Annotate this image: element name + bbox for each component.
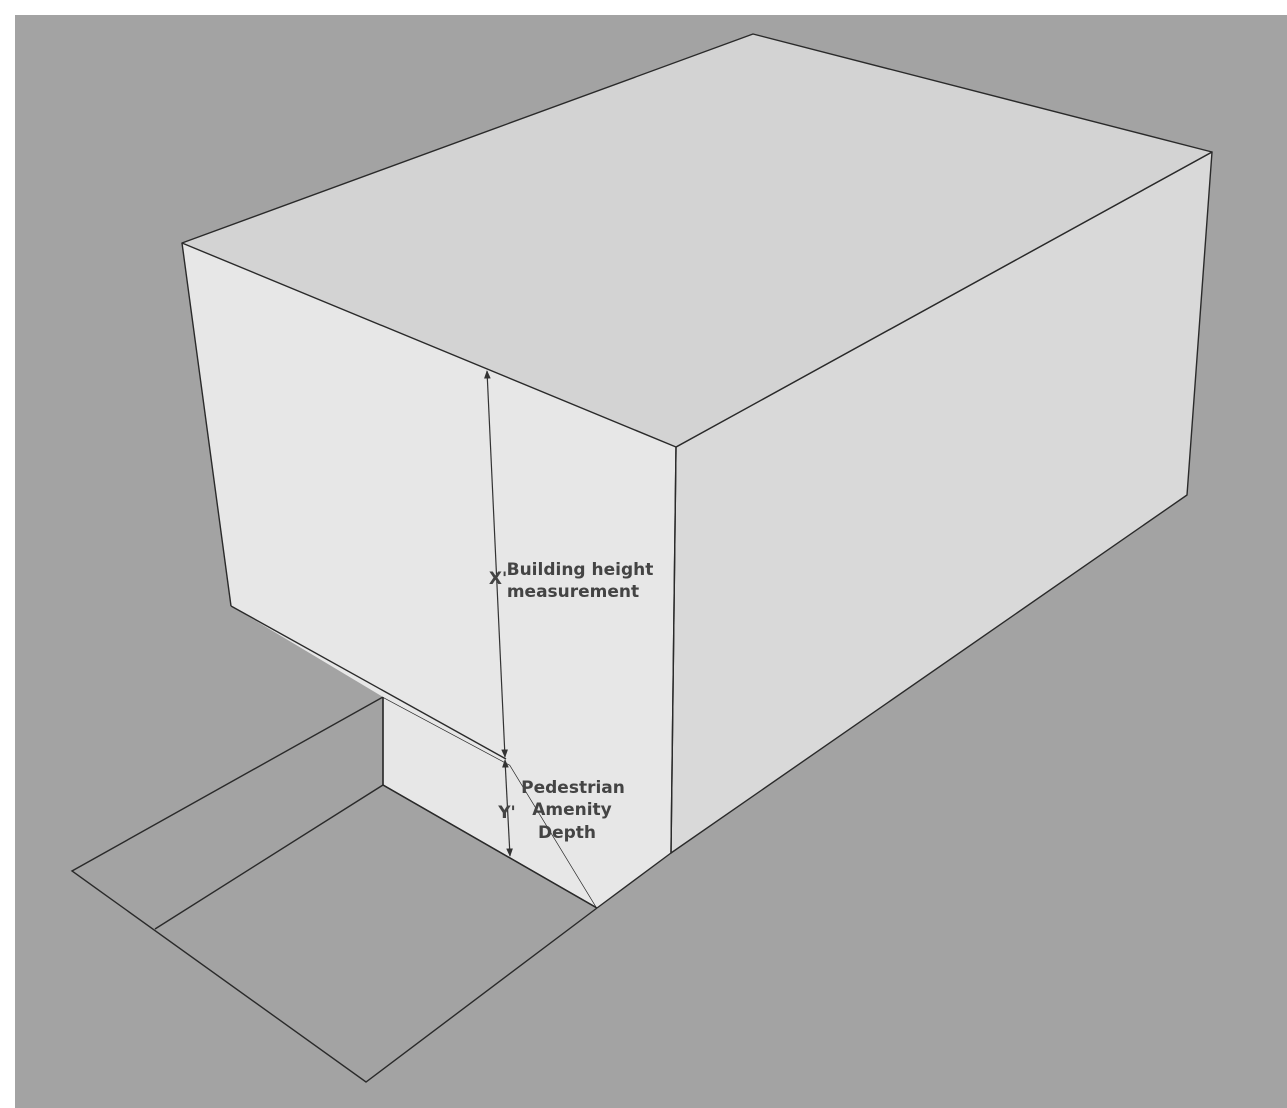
x-prime-marker: X'	[489, 569, 507, 589]
pedestrian-amenity-label-line1: Pedestrian	[521, 778, 625, 798]
building-front-face	[182, 243, 676, 908]
pedestrian-amenity-label-line3: Depth	[538, 823, 596, 843]
building-height-dimension-line	[483, 370, 509, 758]
sidewalk-outline	[70, 696, 598, 1083]
building-height-label-line2: measurement	[507, 582, 639, 602]
amenity-depth-dimension-line	[502, 759, 513, 857]
building-height-label-line1: Building height	[507, 560, 654, 580]
y-prime-marker: Y'	[497, 803, 516, 823]
pedestrian-amenity-label-line2: Amenity	[532, 800, 612, 820]
building-roof	[181, 33, 1213, 448]
front-face-edges	[181, 242, 677, 909]
